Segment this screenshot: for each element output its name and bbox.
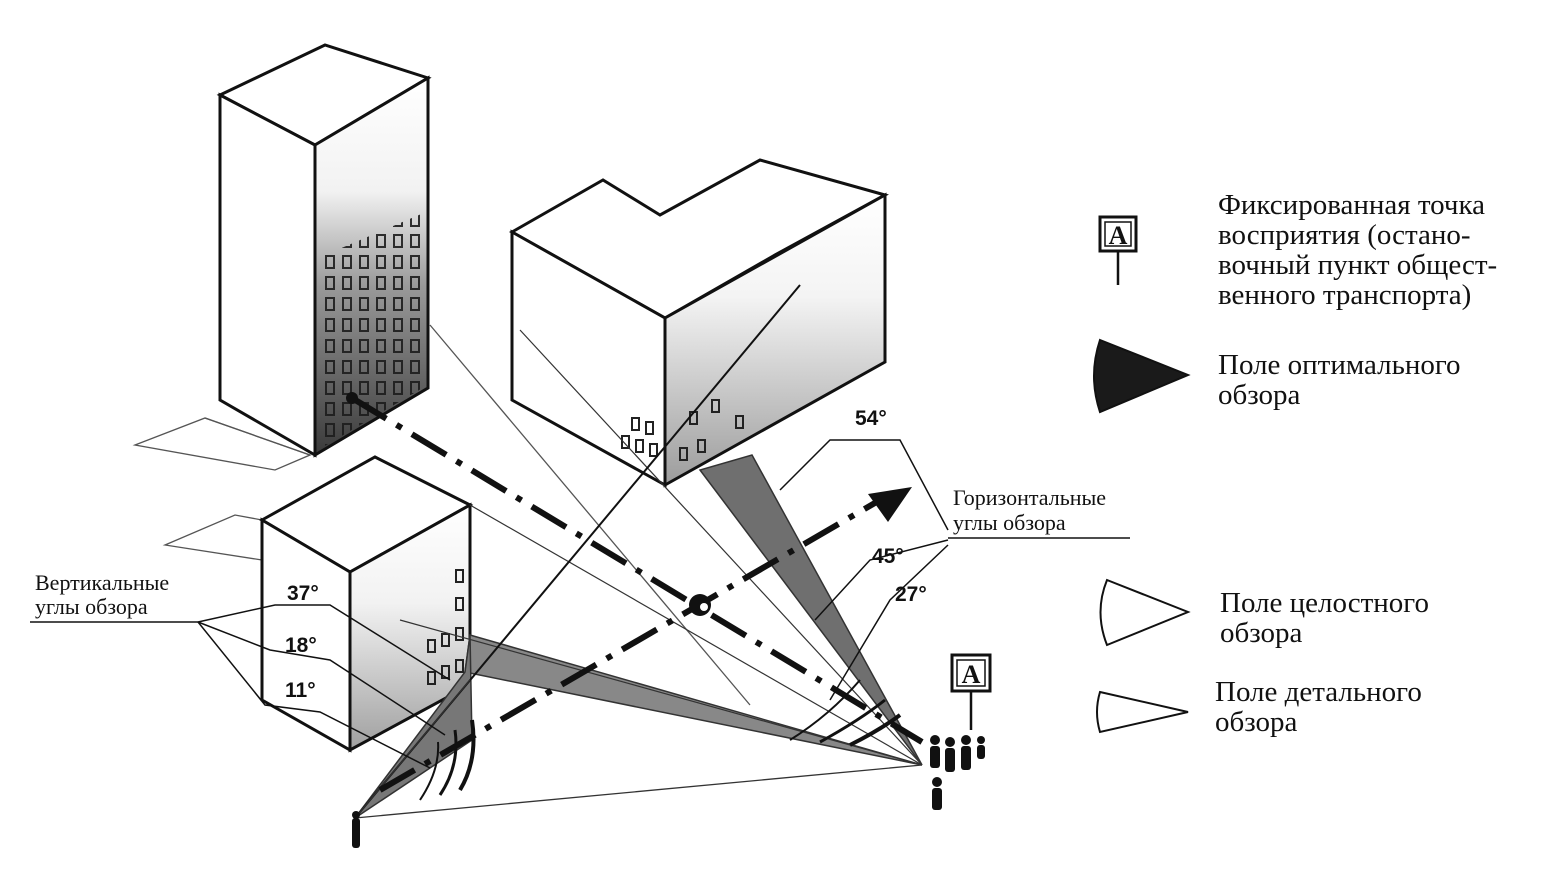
small-building-windows [427,569,464,685]
vertical-angles-label-line2: углы обзора [35,594,148,619]
tower-left-face [218,92,317,458]
horizontal-angle-callouts [779,439,1130,701]
observer-left [352,811,360,848]
tower-focus-dot [346,392,358,404]
tower-windows [318,212,426,450]
horizontal-angles-label-line1: Горизонтальные [953,485,1106,510]
legend-optimal-field-text: Поле оптимального обзора [1218,349,1461,411]
angle-37-label: 37° [287,582,319,605]
angle-27-label: 27° [895,583,927,606]
axis-intersection-dot [689,594,711,616]
holistic-field-legend-icon [1099,578,1191,647]
sight-axes [350,395,924,793]
l-building [508,158,889,488]
ground-planes [132,324,751,706]
left-observer-fields [354,284,923,819]
optimal-field-legend-icon [1093,338,1191,414]
optimal-field-vertical-wedge [698,454,923,766]
horizontal-angles-label-line2: углы обзора [953,510,1066,535]
stop-marker-diagram: A [950,653,992,730]
observer-group-right [930,735,985,810]
angle-45-label: 45° [872,545,904,568]
legend-stop-marker-letter: A [1109,221,1128,250]
stop-marker-diagram-letter: A [962,660,981,689]
legend-holistic-field-text: Поле целостного обзора [1220,587,1429,649]
gray-vertical-wedge-left [354,634,473,819]
angle-11-label: 11° [285,679,316,702]
legend-stop-marker-icon: A [1098,215,1138,285]
angle-54-label: 54° [855,407,887,430]
small-building [258,455,474,753]
right-observer-fields [399,329,923,766]
vertical-angles-label-line1: Вертикальные [35,570,169,595]
vertical-angle-callouts [30,604,451,769]
axis-left-observer-to-arrow [378,497,882,793]
angle-18-label: 18° [285,634,317,657]
axis-tower-to-observer [350,395,924,745]
legend-fixed-point-text: Фиксированная точка восприятия (остано- … [1218,189,1498,311]
detail-field-legend-icon [1096,690,1189,734]
legend-detail-field-text: Поле детального обзора [1215,676,1422,738]
direction-arrowhead [868,487,912,522]
tall-tower [216,43,432,458]
